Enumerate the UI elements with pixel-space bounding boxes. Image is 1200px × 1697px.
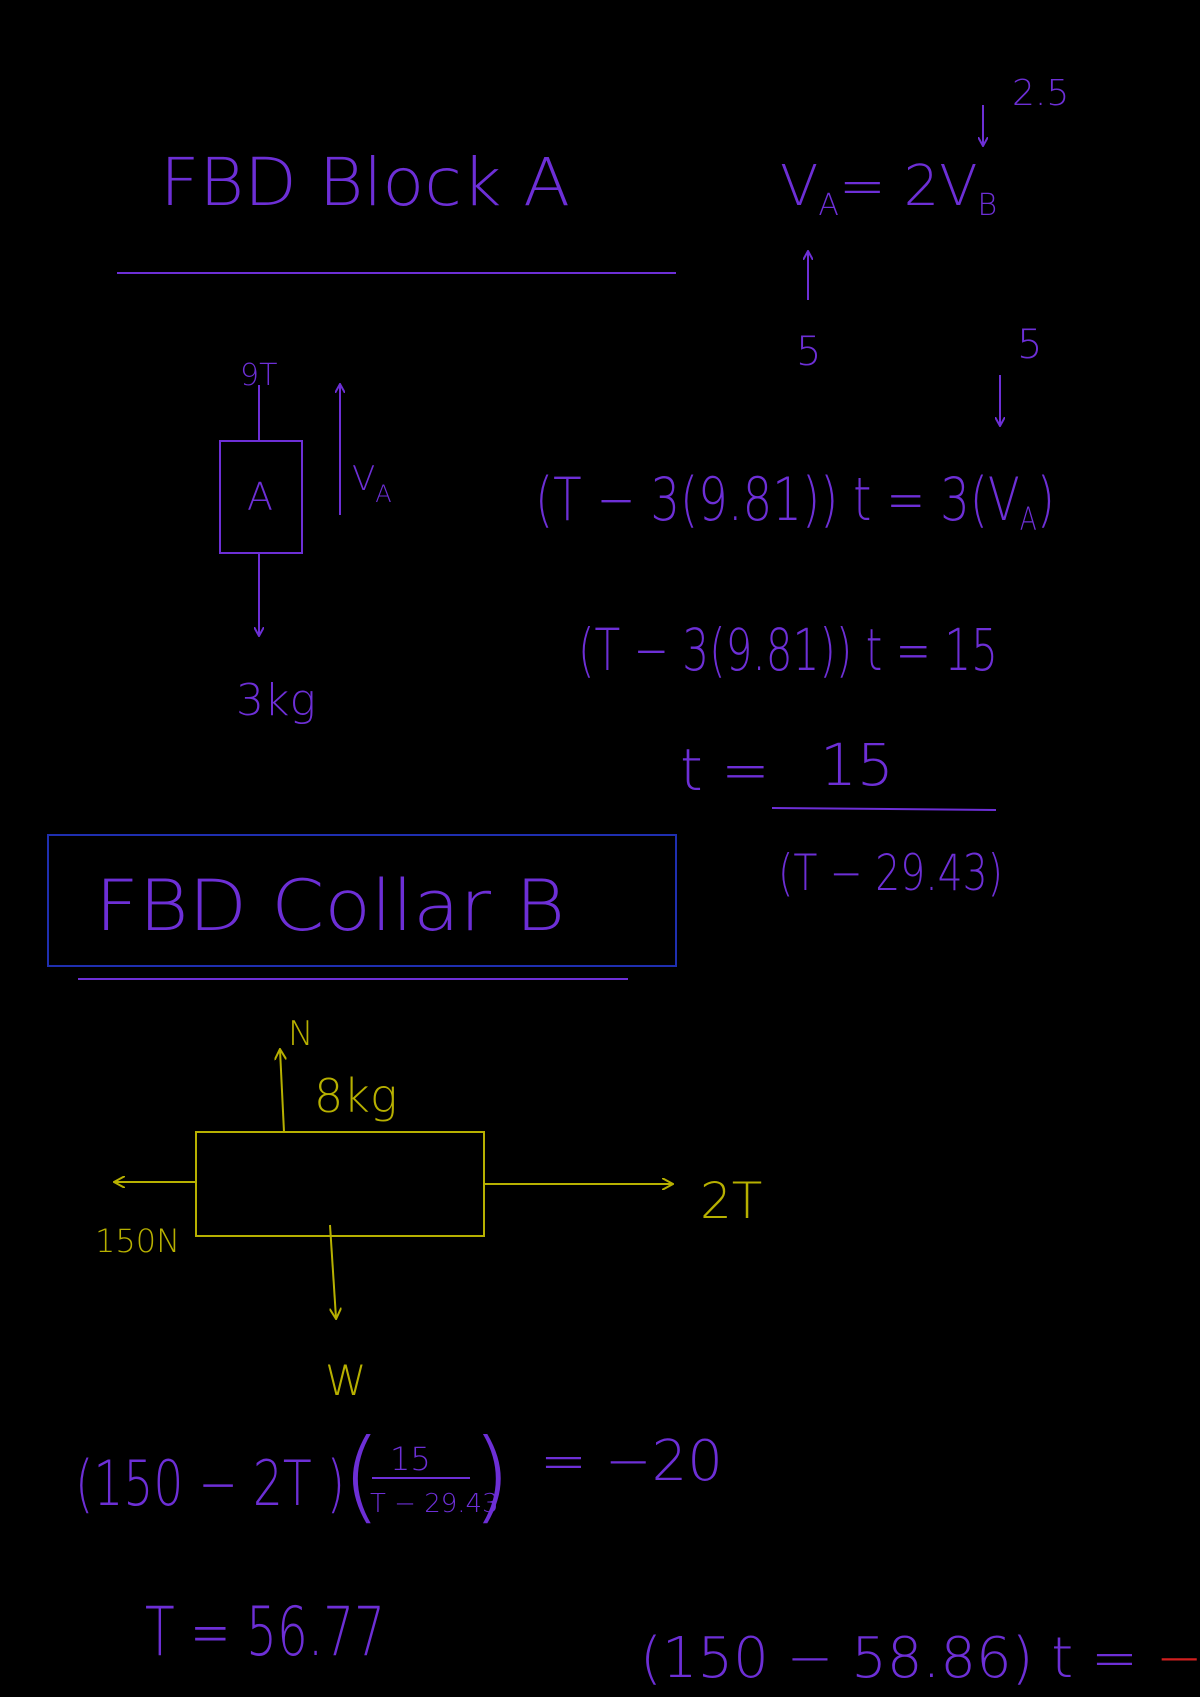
impulse-b-open-paren: ( [342, 1417, 381, 1534]
collar-b-title-box [47, 834, 677, 967]
kinematics-equation: VA= 2VB [780, 154, 997, 223]
impulse-a-eq1: (T − 3(9.81)) t = 3(VA) [535, 465, 1055, 538]
collar-b-box [195, 1131, 485, 1237]
block-a-label: A [247, 475, 273, 519]
impulse-a-eq3-den: (T − 29.43) [778, 844, 1003, 902]
weight-arrow-b [329, 1224, 336, 1318]
kinematics-value-b: 2.5 [1012, 73, 1069, 114]
impulse-a-eq3-lhs: t = [680, 736, 770, 804]
tension-label: 9T [240, 358, 277, 393]
impulse-b-frac-num: 15 [390, 1440, 431, 1478]
impulse-b-eq-rhs: = −20 [540, 1429, 723, 1494]
right-force-label: 2T [700, 1172, 762, 1230]
weight-label-b: W [325, 1356, 367, 1405]
impulse-b-eq-lhs: (150 − 2T ) [75, 1447, 345, 1520]
block-a-box [219, 440, 303, 554]
normal-arrow [280, 1050, 284, 1133]
normal-label: N [288, 1014, 313, 1054]
impulse-a-eq2: (T − 3(9.81)) t = 15 [578, 616, 998, 684]
collar-mass-label: 8kg [314, 1069, 398, 1123]
impulse-a-eq3-num: 15 [820, 731, 894, 799]
impulse-a-fraction-bar [771, 807, 997, 811]
kinematics-value-a: 5 [796, 329, 821, 375]
velocity-label: VA [352, 459, 392, 508]
final-equation: (150 − 58.86) t = −20 [640, 1626, 1200, 1691]
impulse-b-close-paren: ) [472, 1417, 511, 1534]
impulse-b-frac-den: T − 29.43 [370, 1489, 499, 1519]
kinematics-value-a-right: 5 [1017, 322, 1042, 368]
tension-result: T = 56.77 [145, 1593, 385, 1672]
weight-label-a: 3kg [236, 675, 316, 726]
collar-b-title: FBD Collar B [95, 865, 565, 947]
left-force-label: 150N [95, 1222, 180, 1260]
block-a-title: FBD Block A [160, 144, 570, 221]
